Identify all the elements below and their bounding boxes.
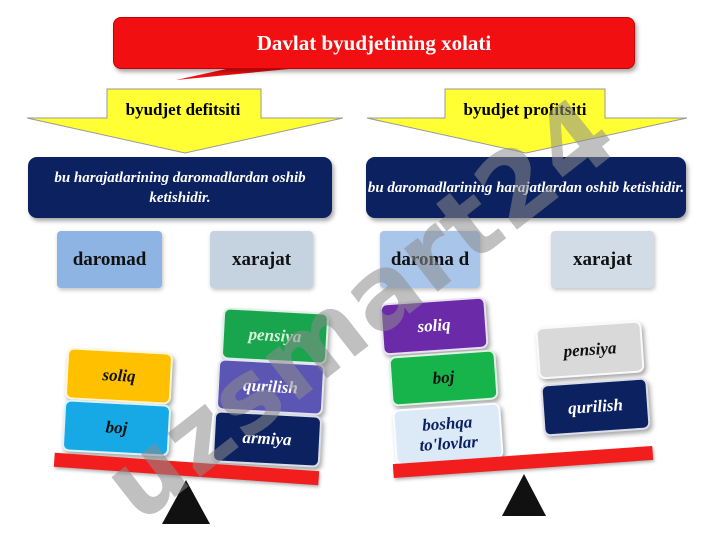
right-expense-item: qurilish [540,377,651,437]
right-arrow-label: byudjet profitsiti [463,100,587,119]
title-callout-tail [176,66,320,80]
right-income-item: boj [388,349,499,407]
left-expense-item: pensiya [220,307,330,365]
page-title: Davlat byudjetining xolati [113,17,635,69]
right-income-item: soliq [379,296,489,356]
right-scale-fulcrum [502,474,546,516]
left-down-arrow [26,88,344,154]
right-definition: bu daromadlarining harajatlardan oshib k… [366,157,686,218]
left-income-item: boj [61,399,172,457]
right-income-item: boshqa to'lovlar [392,402,504,466]
right-income-header: daroma d [380,231,480,288]
right-expense-header: xarajat [551,231,654,288]
left-income-item: soliq [64,347,174,405]
left-arrow-label: byudjet defitsiti [125,100,241,119]
left-income-header: daromad [57,231,162,288]
right-expense-item: pensiya [535,320,645,380]
right-down-arrow [366,88,688,154]
left-scale-fulcrum [162,480,210,524]
left-expense-item: armiya [211,410,323,468]
left-expense-header: xarajat [210,231,313,288]
left-definition: bu harajatlarining daromadlardan oshib k… [28,157,332,218]
left-expense-item: qurilish [215,358,326,416]
